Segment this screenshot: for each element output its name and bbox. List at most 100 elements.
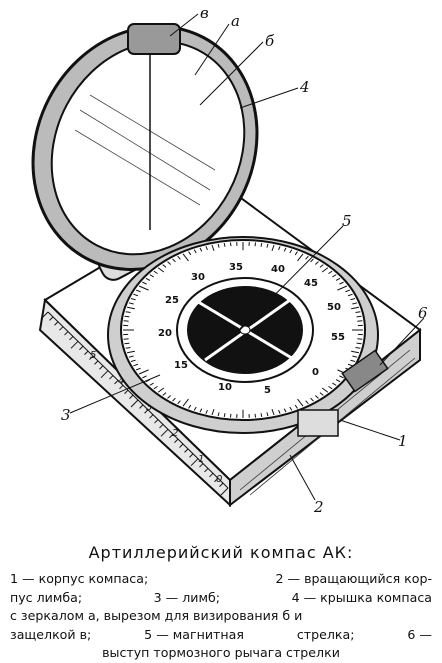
dial-tick xyxy=(124,342,130,345)
dial-tick xyxy=(142,375,147,379)
ruler-tick xyxy=(114,380,119,385)
dial-tick xyxy=(310,258,314,263)
dial-tick xyxy=(332,274,337,278)
dial-label: 20 xyxy=(158,328,172,339)
dial-tick xyxy=(271,244,275,251)
dial-tick xyxy=(162,264,167,268)
dial-tick xyxy=(278,246,281,251)
dial-label: 55 xyxy=(331,332,345,343)
legend-line: с зеркалом а, вырезом для визирования б … xyxy=(10,607,432,626)
dial-tick xyxy=(149,382,154,386)
dial-tick xyxy=(355,311,361,313)
legend-text: стрелка; xyxy=(296,626,355,642)
dial-tick xyxy=(229,242,232,247)
dial-tick xyxy=(223,413,226,418)
legend-text: 6 — xyxy=(407,626,432,642)
dial-tick xyxy=(172,397,176,402)
dial-tick xyxy=(315,395,319,399)
callout-labels: в а б 4 5 6 3 1 2 xyxy=(61,4,428,516)
ruler-tick xyxy=(70,340,79,349)
ruler-label: 5 xyxy=(90,350,96,361)
dial-tick xyxy=(130,359,136,363)
dial-tick xyxy=(319,392,324,396)
ruler-tick xyxy=(84,350,89,355)
callout-2: 2 xyxy=(313,498,324,516)
dial-tick xyxy=(182,253,189,262)
dial-tick xyxy=(135,367,141,371)
ruler-tick xyxy=(149,414,154,419)
ruler-tick xyxy=(129,394,134,399)
ruler-tick xyxy=(130,399,139,408)
dial-tick xyxy=(321,267,329,273)
dial-label: 15 xyxy=(174,360,188,371)
dial-tick xyxy=(271,409,275,416)
dial-tick xyxy=(125,311,131,313)
dial-tick xyxy=(266,412,269,417)
dial-tick xyxy=(260,413,263,418)
dial-tick xyxy=(350,297,356,301)
callout-5: 5 xyxy=(342,212,352,230)
dial-tick xyxy=(347,293,353,297)
dial-tick xyxy=(211,244,215,251)
figure-caption-title: Артиллерийский компас АК: xyxy=(88,543,354,562)
dial-tick xyxy=(339,375,344,379)
dial-tick xyxy=(193,249,197,254)
dial-label: 40 xyxy=(271,264,285,275)
dial-tick xyxy=(328,385,333,390)
dial-tick xyxy=(350,359,356,363)
dial-label: 35 xyxy=(229,262,243,273)
dial-tick xyxy=(305,255,309,260)
ruler-label: 0 xyxy=(216,474,222,485)
ruler-tick xyxy=(189,453,194,458)
callout-b: б xyxy=(265,32,275,50)
dial-tick xyxy=(356,342,362,345)
dial-tick xyxy=(133,363,139,367)
ruler-tick xyxy=(209,472,214,478)
ruler-tick xyxy=(199,463,204,468)
dial-label: 25 xyxy=(165,295,179,306)
ruler-tick xyxy=(109,375,114,380)
callout-6: 6 xyxy=(418,304,428,322)
ruler-scale xyxy=(40,311,229,496)
dial-tick xyxy=(199,408,203,413)
ruler-tick xyxy=(219,482,224,487)
dial-label: 30 xyxy=(191,272,205,283)
ruler-tick xyxy=(159,424,164,429)
dial-tick xyxy=(321,387,329,393)
dial-tick xyxy=(254,242,257,247)
legend-text: защелкой в; xyxy=(10,626,92,642)
dial-tick xyxy=(254,413,257,418)
dial-tick xyxy=(188,251,192,256)
dial-tick xyxy=(138,285,149,291)
dial-tick xyxy=(153,385,158,390)
dial-tick xyxy=(167,395,171,399)
dial-tick xyxy=(310,397,314,402)
dial-tick xyxy=(283,247,287,252)
ruler-tick xyxy=(54,321,59,326)
ruler-labels: 5 4 3 2 1 0 xyxy=(90,350,222,485)
dial-tick xyxy=(217,243,220,248)
dial-tick xyxy=(135,289,141,293)
dial-tick xyxy=(289,249,293,254)
dial-tick xyxy=(351,306,360,310)
dial-tick xyxy=(157,267,165,273)
ruler-tick xyxy=(99,365,104,370)
dial-tick xyxy=(229,413,232,418)
dial-tick xyxy=(124,315,130,318)
compass-lid xyxy=(31,23,259,271)
dial-tick xyxy=(351,350,360,354)
ruler-tick xyxy=(154,419,159,424)
dial-tick xyxy=(162,392,167,396)
dial-label: 0 xyxy=(312,367,319,378)
dial-tick xyxy=(193,406,197,411)
dial-tick xyxy=(294,251,298,256)
dial-tick xyxy=(172,258,176,263)
dial-tick xyxy=(142,281,147,285)
ruler-label: 2 xyxy=(172,428,178,439)
dial-tick xyxy=(177,400,181,405)
ruler-tick xyxy=(139,404,144,409)
legend-text: пус лимба; xyxy=(10,589,83,605)
dial-label: 10 xyxy=(218,382,232,393)
ruler-tick xyxy=(144,409,149,414)
dial-tick xyxy=(337,285,348,291)
